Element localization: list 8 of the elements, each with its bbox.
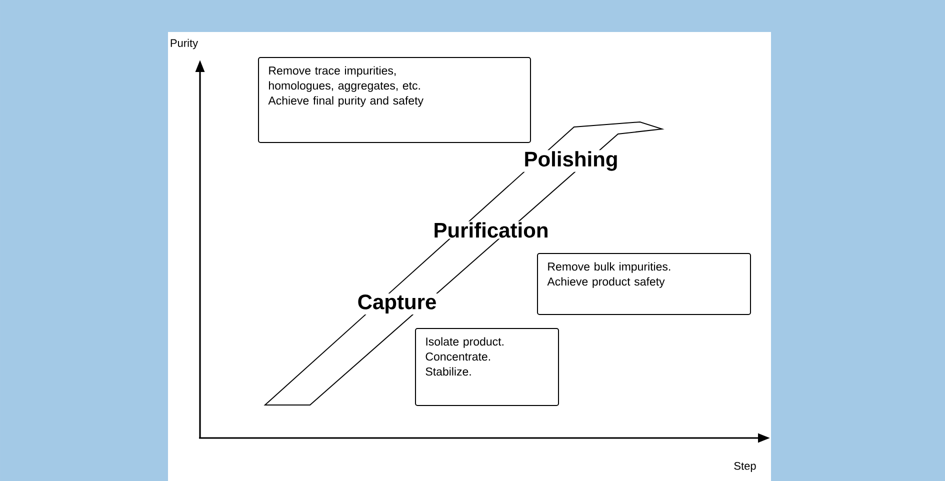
stage-label: Purification: [432, 221, 550, 239]
axis-label: Purity: [170, 38, 198, 50]
text-box: Remove trace impurities, homologues, aggregates, etc. Achieve final purity and safety: [258, 57, 531, 143]
stage-label: Capture: [356, 293, 438, 314]
stage-label: Polishing: [522, 150, 620, 172]
axis-label: Step: [734, 462, 756, 472]
text-box: Isolate product. Concentrate. Stabilize.: [415, 328, 559, 406]
text-box: Remove bulk impurities. Achieve product safety: [537, 253, 751, 315]
